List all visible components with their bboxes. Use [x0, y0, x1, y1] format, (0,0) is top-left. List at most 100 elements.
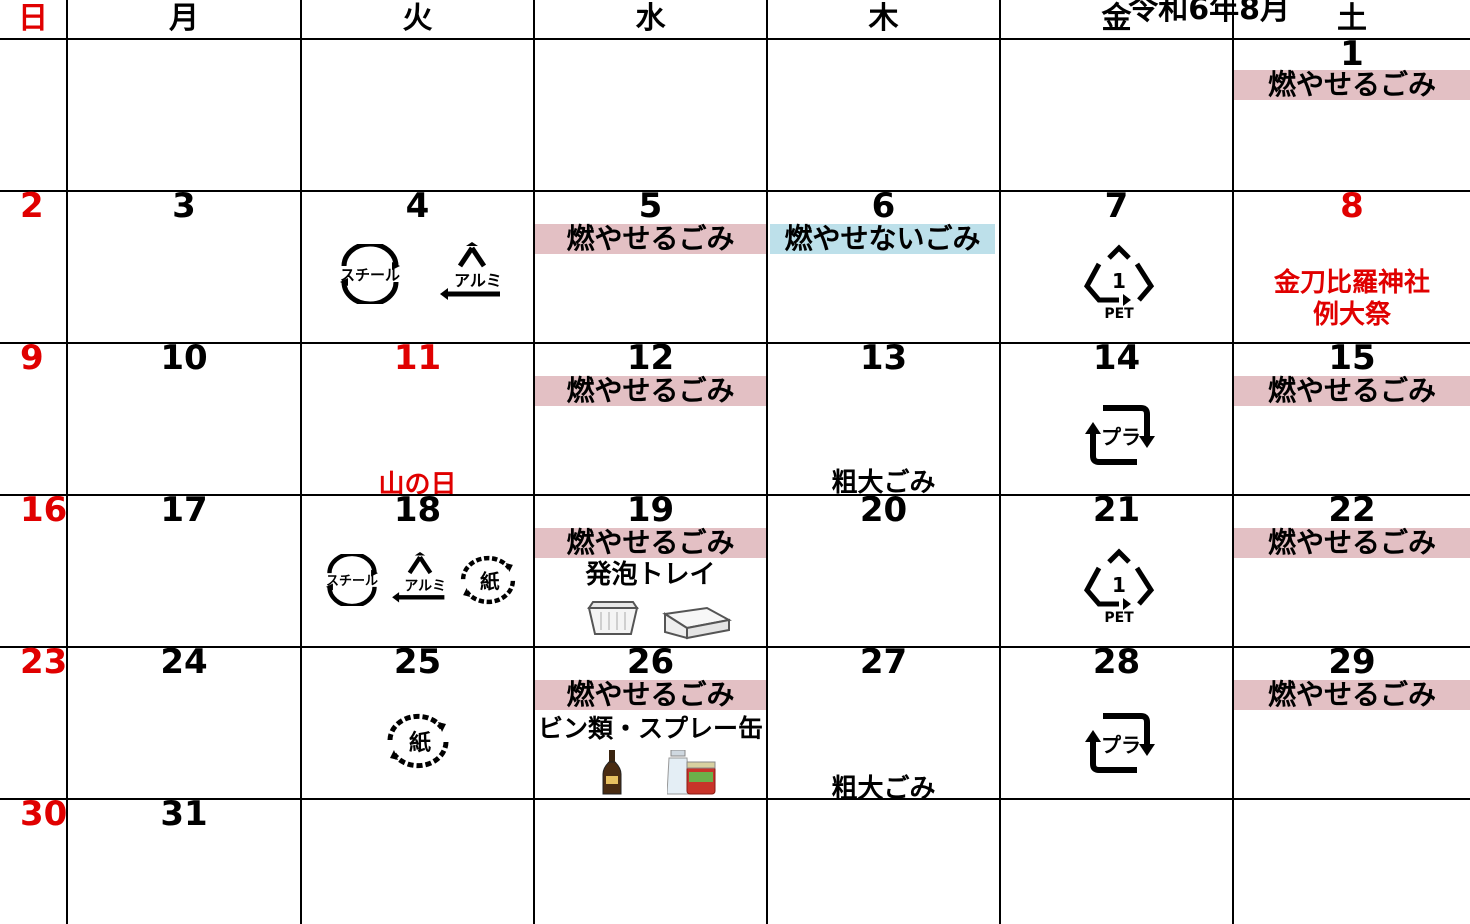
day-cell-8: 8 金刀比羅神社 例大祭 [1232, 186, 1470, 342]
festival-name: 金刀比羅神社 [1273, 268, 1430, 298]
day-number: 17 [160, 490, 208, 530]
pet-recycle-icon: 1 PET [1083, 244, 1155, 322]
day-cell-21: 21 1 PET [999, 490, 1232, 646]
burnable-band: 燃やせるごみ [1234, 528, 1470, 558]
weekday-thu: 木 [766, 0, 999, 38]
day-cell-empty [999, 798, 1232, 924]
day-number: 12 [626, 338, 675, 378]
burnable-band: 燃やせるごみ [1234, 70, 1470, 100]
day-cell-16: 16 [0, 490, 67, 646]
steel-recycle-icon: スチール [340, 244, 400, 304]
day-cell-11: 11 山の日 [300, 338, 533, 500]
plastic-recycle-icon: プラ [1085, 405, 1155, 465]
day-cell-24: 24 [66, 642, 300, 798]
steel-recycle-icon: スチール [326, 554, 378, 606]
day-cell-empty [999, 38, 1232, 190]
burnable-band: 燃やせるごみ [1234, 680, 1470, 710]
day-number: 8 [1340, 186, 1364, 226]
svg-text:スチール: スチール [340, 266, 400, 284]
weekday-mon: 月 [66, 0, 300, 38]
day-cell-6: 6 燃やせないごみ [766, 186, 999, 342]
day-cell-31: 31 [66, 794, 300, 924]
burnable-band: 燃やせるごみ [535, 528, 766, 558]
day-number: 30 [20, 794, 68, 834]
foam-tray-label: 発泡トレイ [585, 560, 716, 590]
day-number: 26 [626, 642, 675, 682]
svg-text:PET: PET [1104, 610, 1134, 626]
paper-recycle-icon: 紙 [387, 713, 449, 769]
day-cell-22: 22 燃やせるごみ [1232, 490, 1470, 646]
day-cell-27: 27 粗大ごみ [766, 642, 999, 804]
day-cell-10: 10 [66, 338, 300, 494]
day-cell-empty [533, 38, 766, 190]
plastic-recycle-icon: プラ [1085, 713, 1155, 773]
weekday-sun: 日 [18, 1, 48, 36]
day-cell-25: 25 紙 [300, 642, 533, 798]
svg-text:PET: PET [1104, 306, 1134, 322]
pet-recycle-icon: 1 PET [1083, 548, 1155, 626]
day-cell-4: 4 スチール アルミ [300, 186, 533, 342]
svg-text:紙: 紙 [480, 570, 500, 593]
day-cell-empty [0, 38, 66, 190]
burnable-band: 燃やせるごみ [1234, 376, 1470, 406]
oversized-garbage-label: 粗大ごみ [831, 468, 936, 498]
day-number: 13 [859, 338, 908, 378]
bottle-icon [602, 750, 622, 795]
day-number: 9 [20, 338, 44, 378]
day-number: 19 [626, 490, 675, 530]
day-cell-1: 1 燃やせるごみ [1232, 34, 1470, 190]
day-number: 29 [1328, 642, 1376, 682]
calendar-title: 令和6年8月 [1128, 0, 1290, 27]
day-number: 5 [638, 186, 663, 226]
day-number: 1 [1340, 34, 1364, 74]
day-cell-empty [766, 798, 999, 924]
burnable-band: 燃やせるごみ [535, 680, 766, 710]
day-cell-28: 28 プラ [999, 642, 1232, 798]
day-cell-13: 13 粗大ごみ [766, 338, 999, 498]
svg-text:プラ: プラ [1101, 733, 1141, 757]
festival-name-line2: 例大祭 [1312, 300, 1391, 330]
aluminum-recycle-icon: アルミ [440, 242, 502, 300]
day-number: 6 [871, 186, 896, 226]
svg-text:アルミ: アルミ [404, 578, 446, 594]
day-cell-empty [533, 798, 766, 924]
paper-recycle-icon: 紙 [460, 555, 516, 605]
day-number: 10 [160, 338, 208, 378]
bottles-spray-cans-label: ビン類・スプレー缶 [537, 714, 763, 743]
day-number: 25 [393, 642, 442, 682]
day-cell-19: 19 燃やせるごみ 発泡トレイ [533, 490, 766, 646]
day-cell-empty [766, 38, 999, 190]
day-cell-9: 9 [0, 338, 66, 494]
day-cell-29: 29 燃やせるごみ [1232, 642, 1470, 798]
day-number: 18 [393, 490, 442, 530]
day-cell-17: 17 [66, 490, 300, 646]
day-number: 20 [859, 490, 908, 530]
day-cell-2: 2 [0, 186, 66, 342]
day-cell-5: 5 燃やせるごみ [533, 186, 766, 342]
burnable-band: 燃やせるごみ [535, 376, 766, 406]
day-number: 2 [20, 186, 44, 226]
day-number: 4 [405, 186, 430, 226]
svg-text:アルミ: アルミ [454, 271, 502, 290]
day-cell-empty [300, 798, 533, 924]
day-number: 15 [1328, 338, 1376, 378]
day-cell-18: 18 スチール アルミ 紙 [300, 490, 533, 646]
day-cell-20: 20 [766, 490, 999, 646]
svg-text:紙: 紙 [409, 730, 431, 756]
day-cell-empty [300, 38, 533, 190]
jar-icon [667, 750, 716, 795]
svg-text:1: 1 [1112, 573, 1126, 597]
foam-box-icon [662, 606, 732, 640]
day-number: 14 [1092, 338, 1141, 378]
day-cell-empty [1232, 798, 1470, 924]
non-burnable-band: 燃やせないごみ [770, 224, 995, 254]
day-number: 27 [859, 642, 908, 682]
aluminum-recycle-icon: アルミ [392, 552, 446, 603]
weekday-tue: 火 [300, 0, 533, 38]
day-number: 7 [1104, 186, 1129, 226]
svg-text:プラ: プラ [1101, 425, 1141, 449]
day-number: 21 [1092, 490, 1141, 530]
day-number: 22 [1328, 490, 1376, 530]
day-cell-7: 7 1 PET [999, 186, 1232, 342]
